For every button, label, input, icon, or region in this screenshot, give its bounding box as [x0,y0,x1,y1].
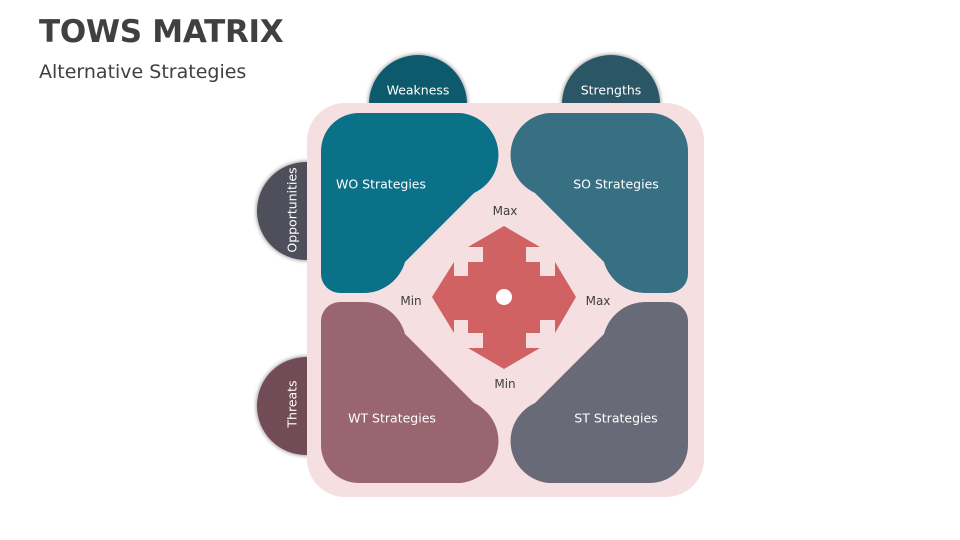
quadrant-wo-label: WO Strategies [335,176,427,192]
quadrant-so-shape [510,113,688,293]
page-subtitle: Alternative Strategies [39,61,247,83]
quadrant-wt-label: WT Strategies [348,410,436,426]
tab-opportunities-label: Opportunities [284,167,300,253]
tab-weakness-label: Weakness [386,82,450,98]
axis-label-top: Max [492,204,518,218]
quadrant-wo-shape [321,113,499,293]
axis-label-bottom: Min [494,377,516,391]
axis-label-right: Max [585,294,611,308]
quadrant-st-shape [510,302,688,483]
tab-strengths-label: Strengths [580,82,642,98]
page-title: TOWS MATRIX [39,14,284,50]
quadrant-st-label: ST Strategies [574,410,658,426]
quadrant-wt-shape [321,302,499,483]
tab-threats-label: Threats [284,380,300,428]
center-dot-icon [496,289,512,305]
axis-label-left: Min [400,294,422,308]
quadrant-so-label: SO Strategies [573,176,659,192]
